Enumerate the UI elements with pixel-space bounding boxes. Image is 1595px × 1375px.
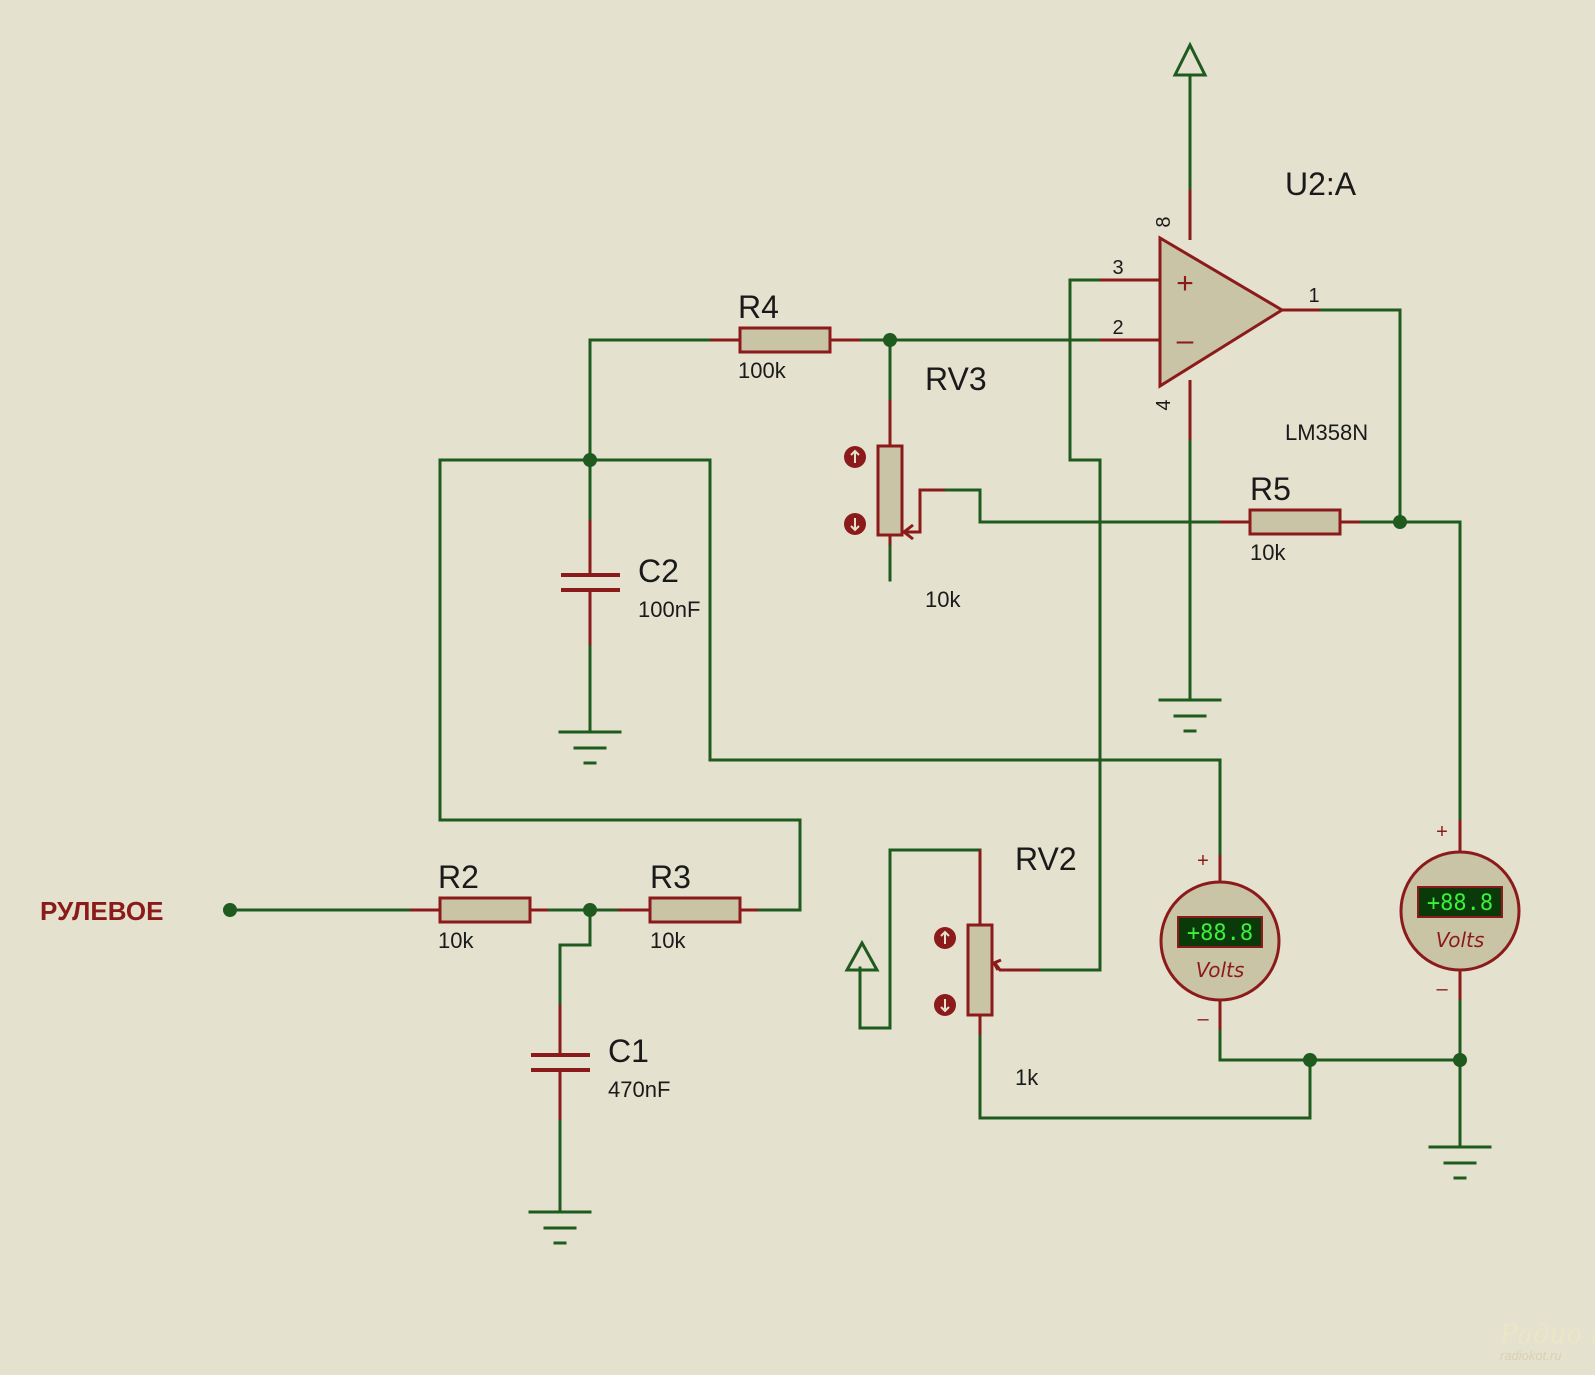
r2-ref: R2 <box>438 859 479 895</box>
capacitor-c2-plates <box>561 573 620 592</box>
vcc-arrow-icon <box>1172 41 1208 77</box>
voltmeter-2-reading: +88.8 <box>1427 891 1493 916</box>
wire-to-c1 <box>558 908 592 1007</box>
junction-dot <box>1303 1053 1317 1067</box>
voltmeter-2-display <box>1417 886 1503 918</box>
voltmeter-1-plus: + <box>1197 850 1209 872</box>
capacitor-c1-plates <box>531 1053 590 1072</box>
voltmeter-1[interactable]: +88.8 Volts + – <box>1159 850 1281 1030</box>
voltmeter-2-unit: Volts <box>1436 928 1485 952</box>
r4-ref: R4 <box>738 289 779 325</box>
opamp-minus-sign: – <box>1177 324 1194 357</box>
c1-value: 470nF <box>608 1077 670 1102</box>
c2-ref: C2 <box>638 553 679 589</box>
ground-icon <box>1428 1145 1492 1180</box>
rv3-wiper-arrow-icon <box>901 523 914 541</box>
watermark-logo: Радио КОТ radiokot.ru <box>1499 1320 1595 1363</box>
r2-value: 10k <box>438 928 474 953</box>
resistor-r2[interactable]: R2 10k <box>410 859 548 953</box>
wire-r3-loop-meter1 <box>438 458 1222 912</box>
wire-r5-meter2 <box>1358 520 1462 822</box>
opamp-part: LM358N <box>1285 420 1368 445</box>
junctions <box>223 333 1467 1067</box>
r4-value: 100k <box>738 358 787 383</box>
capacitor-c2[interactable]: C2 100nF <box>561 520 700 645</box>
wire-c2-r4 <box>588 338 712 462</box>
potentiometer-rv3-body <box>876 444 904 537</box>
pin-4-label: 4 <box>1153 399 1175 410</box>
opamp-plus-sign: + <box>1176 267 1194 300</box>
voltmeter-1-unit: Volts <box>1196 958 1245 982</box>
resistor-r2-body <box>438 896 532 924</box>
capacitor-c1[interactable]: C1 470nF <box>531 1005 670 1120</box>
rv2-value: 1k <box>1015 1065 1039 1090</box>
wire-rv2-top <box>858 848 982 1030</box>
voltmeter-1-minus: – <box>1197 1008 1209 1030</box>
ground-icon <box>1158 698 1222 733</box>
rv2-ref: RV2 <box>1015 841 1077 877</box>
potentiometer-rv2[interactable]: RV2 1k <box>934 841 1077 1090</box>
resistor-r4-body <box>738 326 832 354</box>
junction-dot <box>583 453 597 467</box>
junction-dot <box>883 333 897 347</box>
voltmeter-2-minus: – <box>1436 978 1448 1000</box>
potentiometer-rv3[interactable]: RV3 10k <box>844 361 987 612</box>
pin-2-label: 2 <box>1112 317 1123 339</box>
vplus-arrow-icon <box>844 939 880 972</box>
rv3-value: 10k <box>925 587 961 612</box>
junction-dot <box>1453 1053 1467 1067</box>
wires <box>228 73 1462 1214</box>
watermark-site: radiokot.ru <box>1500 1348 1561 1363</box>
ground-icon <box>528 1210 592 1245</box>
opamp-u2a[interactable]: + – U2:A LM358N 8 3 2 1 4 <box>1100 166 1368 445</box>
opamp-ref: U2:A <box>1285 166 1357 202</box>
resistor-r3-body <box>648 896 742 924</box>
ground-icon <box>558 730 622 765</box>
rv2-wiper-arrow-icon <box>991 958 1002 971</box>
resistor-r5[interactable]: R5 10k <box>1220 471 1360 565</box>
voltmeter-1-reading: +88.8 <box>1187 921 1253 946</box>
pin-8-label: 8 <box>1153 216 1175 227</box>
r3-value: 10k <box>650 928 686 953</box>
rv3-wiper <box>904 488 945 534</box>
voltmeter-2[interactable]: +88.8 Volts + – <box>1399 820 1521 1000</box>
rv3-ref: RV3 <box>925 361 987 397</box>
r5-ref: R5 <box>1250 471 1291 507</box>
resistor-r3[interactable]: R3 10k <box>618 859 758 953</box>
resistor-r5-body <box>1248 508 1342 536</box>
r3-ref: R3 <box>650 859 691 895</box>
pin-3-label: 3 <box>1112 257 1123 279</box>
wire-rv2-bottom <box>978 1033 1312 1120</box>
net-label-rulevoe: РУЛЕВОЕ <box>40 896 163 926</box>
potentiometer-rv2-body <box>966 923 994 1017</box>
wire-out <box>1318 308 1402 524</box>
voltmeter-1-display <box>1177 916 1263 948</box>
voltmeter-2-plus: + <box>1436 821 1448 843</box>
r5-value: 10k <box>1250 540 1286 565</box>
c2-value: 100nF <box>638 597 700 622</box>
junction-dot <box>583 903 597 917</box>
watermark-logo-text: Радио КОТ <box>1499 1320 1595 1350</box>
wire-meter1-minus <box>1218 1028 1462 1062</box>
rv2-wiper <box>992 961 1040 972</box>
wire-rv3-r5 <box>943 488 1222 524</box>
c1-ref: C1 <box>608 1033 649 1069</box>
opamp-triangle-icon <box>1158 235 1285 389</box>
junction-dot <box>223 903 237 917</box>
wire-noninv-rv2 <box>1038 278 1102 972</box>
resistor-r4[interactable]: R4 100k <box>710 289 860 383</box>
pin-1-label: 1 <box>1308 285 1319 307</box>
junction-dot <box>1393 515 1407 529</box>
